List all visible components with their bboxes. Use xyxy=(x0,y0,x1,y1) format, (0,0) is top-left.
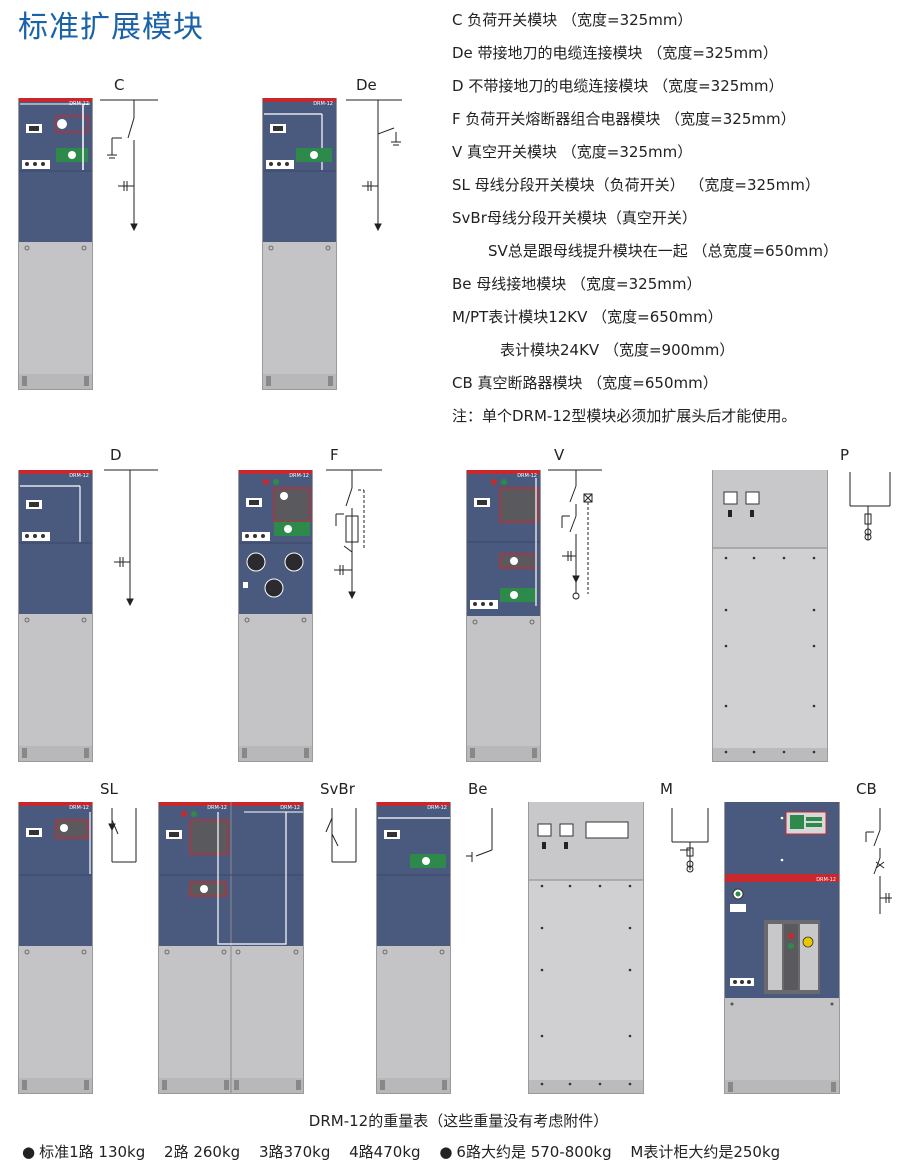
label-sl: SL xyxy=(100,780,118,798)
cabinet-f xyxy=(237,469,314,763)
cabinet-sl xyxy=(17,801,94,1095)
legend-item: Be 母线接地模块 （宽度=325mm） xyxy=(452,275,702,293)
cabinet-p xyxy=(712,470,828,762)
label-svbr: SvBr xyxy=(320,780,355,798)
bullet: ● xyxy=(22,1143,36,1161)
module-legend: C 负荷开关模块 （宽度=325mm） De 带接地刀的电缆连接模块 （宽度=3… xyxy=(452,4,912,433)
panel-tag: DRM-12 xyxy=(313,101,333,107)
weight-table-title: DRM-12的重量表（这些重量没有考虑附件） xyxy=(308,1112,609,1130)
label-d: D xyxy=(110,446,122,464)
cabinet-cb xyxy=(724,802,840,1094)
label-p: P xyxy=(840,446,850,464)
panel-tag: DRM-12 xyxy=(280,805,300,811)
schematic-f xyxy=(326,469,382,600)
panel-tag: DRM-12 xyxy=(69,101,89,107)
legend-item: 表计模块24KV （宽度=900mm） xyxy=(500,341,735,359)
legend-item: De 带接地刀的电缆连接模块 （宽度=325mm） xyxy=(452,44,778,62)
schematic-d xyxy=(104,469,158,607)
legend-item: SV总是跟母线提升模块在一起 （总宽度=650mm） xyxy=(488,242,838,260)
panel-tag: DRM-12 xyxy=(517,473,537,479)
panel-tag: DRM-12 xyxy=(69,805,89,811)
schematic-v xyxy=(548,469,602,600)
panel-tag: DRM-12 xyxy=(427,805,447,811)
schematic-de xyxy=(346,99,402,232)
cabinet-pt xyxy=(528,802,644,1094)
label-f: F xyxy=(330,446,339,464)
schematic-p xyxy=(849,472,891,541)
legend-item: 注：单个DRM-12型模块必须加扩展头后才能使用。 xyxy=(452,407,797,425)
weight-m: M表计柜大约是250kg xyxy=(630,1143,781,1161)
panel-tag: DRM-12 xyxy=(207,805,227,811)
page-title: 标准扩展模块 xyxy=(18,10,204,45)
weight-3: 3路370kg xyxy=(258,1143,331,1161)
bullet: ● xyxy=(439,1143,453,1161)
legend-item: SL 母线分段开关模块（负荷开关） （宽度=325mm） xyxy=(452,176,820,194)
legend-item: D 不带接地刀的电缆连接模块 （宽度=325mm） xyxy=(452,77,784,95)
schematic-sl xyxy=(108,808,137,863)
cabinet-d xyxy=(17,469,94,763)
legend-item: V 真空开关模块 （宽度=325mm） xyxy=(452,143,693,161)
legend-item: SvBr母线分段开关模块（真空开关） xyxy=(452,209,697,227)
weight-1: 标准1路 130kg xyxy=(39,1143,146,1161)
cabinet-be xyxy=(375,801,452,1095)
cabinet-c xyxy=(17,97,94,391)
panel-tag: DRM-12 xyxy=(69,473,89,479)
legend-item: M/PT表计模块12KV （宽度=650mm） xyxy=(452,308,723,326)
legend-item: CB 真空断路器模块 （宽度=650mm） xyxy=(452,374,718,392)
cabinet-de xyxy=(261,97,338,391)
cabinet-svbr xyxy=(158,802,304,1094)
label-m: M xyxy=(660,780,673,798)
weight-4: 4路470kg xyxy=(349,1143,421,1161)
label-be: Be xyxy=(468,780,488,798)
weight-2: 2路 260kg xyxy=(164,1143,241,1161)
schematic-m xyxy=(671,808,709,873)
legend-item: F 负荷开关熔断器组合电器模块 （宽度=325mm） xyxy=(452,110,796,128)
panel-tag: DRM-12 xyxy=(289,473,309,479)
label-c: C xyxy=(114,76,125,94)
schematic-be xyxy=(466,808,493,862)
panel-tag: DRM-12 xyxy=(816,877,836,883)
schematic-c xyxy=(100,99,158,232)
label-de: De xyxy=(356,76,377,94)
legend-item: C 负荷开关模块 （宽度=325mm） xyxy=(452,11,693,29)
schematic-cb xyxy=(865,808,892,914)
label-cb: CB xyxy=(856,780,877,798)
weight-6: 6路大约是 570-800kg xyxy=(456,1143,612,1161)
cabinet-v xyxy=(466,470,541,762)
label-v: V xyxy=(554,446,565,464)
schematic-svbr xyxy=(325,808,357,863)
weight-list: ●标准1路 130kg 2路 260kg 3路370kg 4路470kg ●6路… xyxy=(22,1141,794,1162)
